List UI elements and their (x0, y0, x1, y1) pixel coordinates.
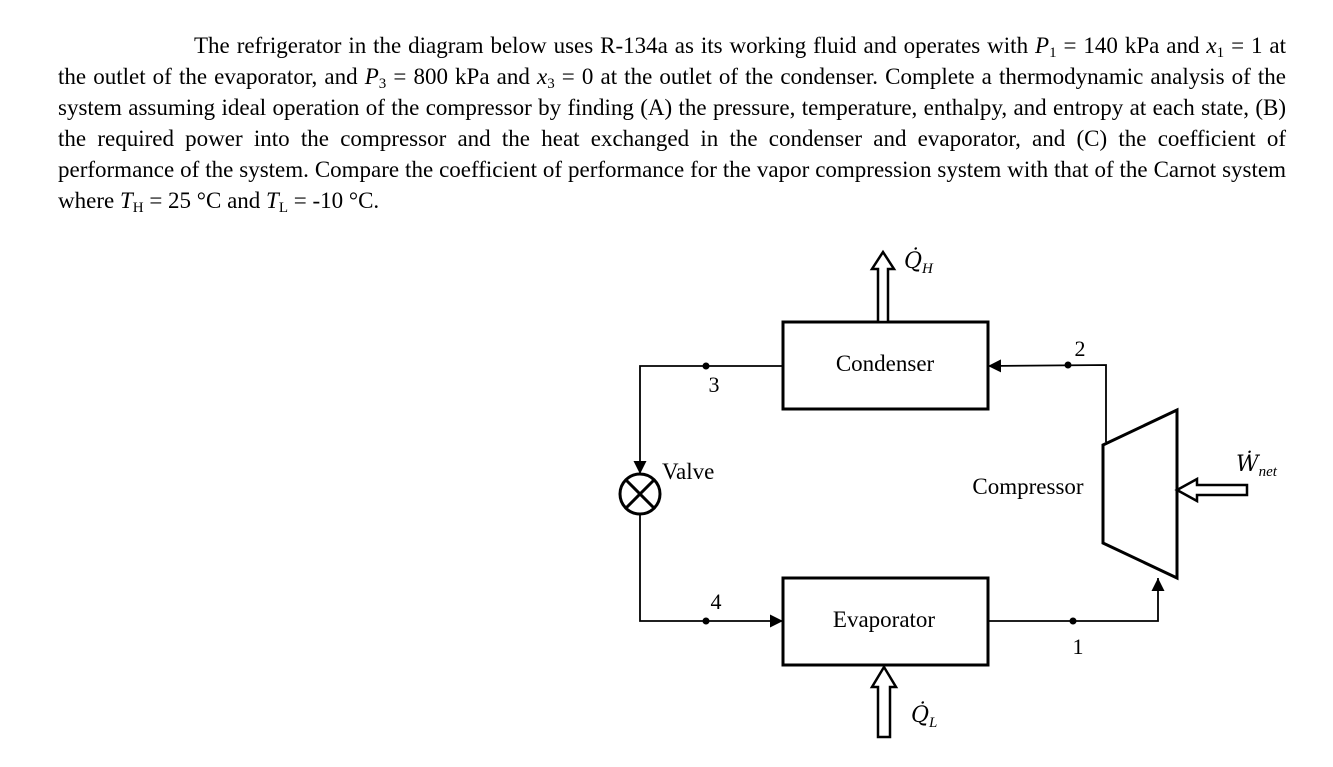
var-x3-subscript: 3 (547, 76, 555, 92)
line-evaporator-to-compressor (988, 578, 1165, 622)
state-3-dot (702, 362, 710, 370)
state-2-dot (1064, 361, 1072, 369)
var-p3-subscript: 3 (378, 76, 387, 92)
var-x1: x (1206, 33, 1217, 58)
line-condenser-to-valve (633, 365, 783, 474)
valve-cross-b (624, 478, 656, 510)
wnet-label: Ẇnet (1236, 450, 1278, 480)
line-valve-to-evaporator (639, 514, 783, 628)
var-tl: T (266, 188, 279, 213)
valve-label: Valve (662, 459, 714, 484)
var-x1-subscript: 1 (1216, 45, 1225, 61)
condenser-label: Condenser (836, 351, 935, 376)
var-th-subscript: H (132, 200, 144, 216)
var-p1: P (1035, 33, 1050, 58)
heat-in-arrow-icon (869, 664, 899, 739)
state-4-dot (702, 617, 710, 625)
var-p3: P (364, 64, 379, 89)
var-p1-subscript: 1 (1049, 45, 1057, 61)
state-3-label: 3 (709, 372, 720, 397)
line-compressor-to-condenser (987, 359, 1107, 442)
state-1-dot (1069, 617, 1077, 625)
problem-statement: The refrigerator in the diagram below us… (58, 33, 1287, 216)
heat-out-arrow-icon (869, 249, 897, 324)
work-in-arrow-icon (1174, 476, 1249, 504)
ql-label: Q̇L (911, 702, 937, 731)
compressor-shape (1101, 407, 1179, 581)
var-x3: x (536, 64, 548, 89)
var-th: T (119, 188, 133, 213)
state-1-label: 1 (1073, 634, 1084, 659)
state-4-label: 4 (711, 589, 722, 614)
compressor-label: Compressor (972, 474, 1084, 499)
evaporator-label: Evaporator (833, 607, 936, 632)
qh-label: Q̇H (904, 248, 934, 277)
state-2-label: 2 (1075, 336, 1086, 361)
var-tl-subscript: L (278, 200, 289, 216)
